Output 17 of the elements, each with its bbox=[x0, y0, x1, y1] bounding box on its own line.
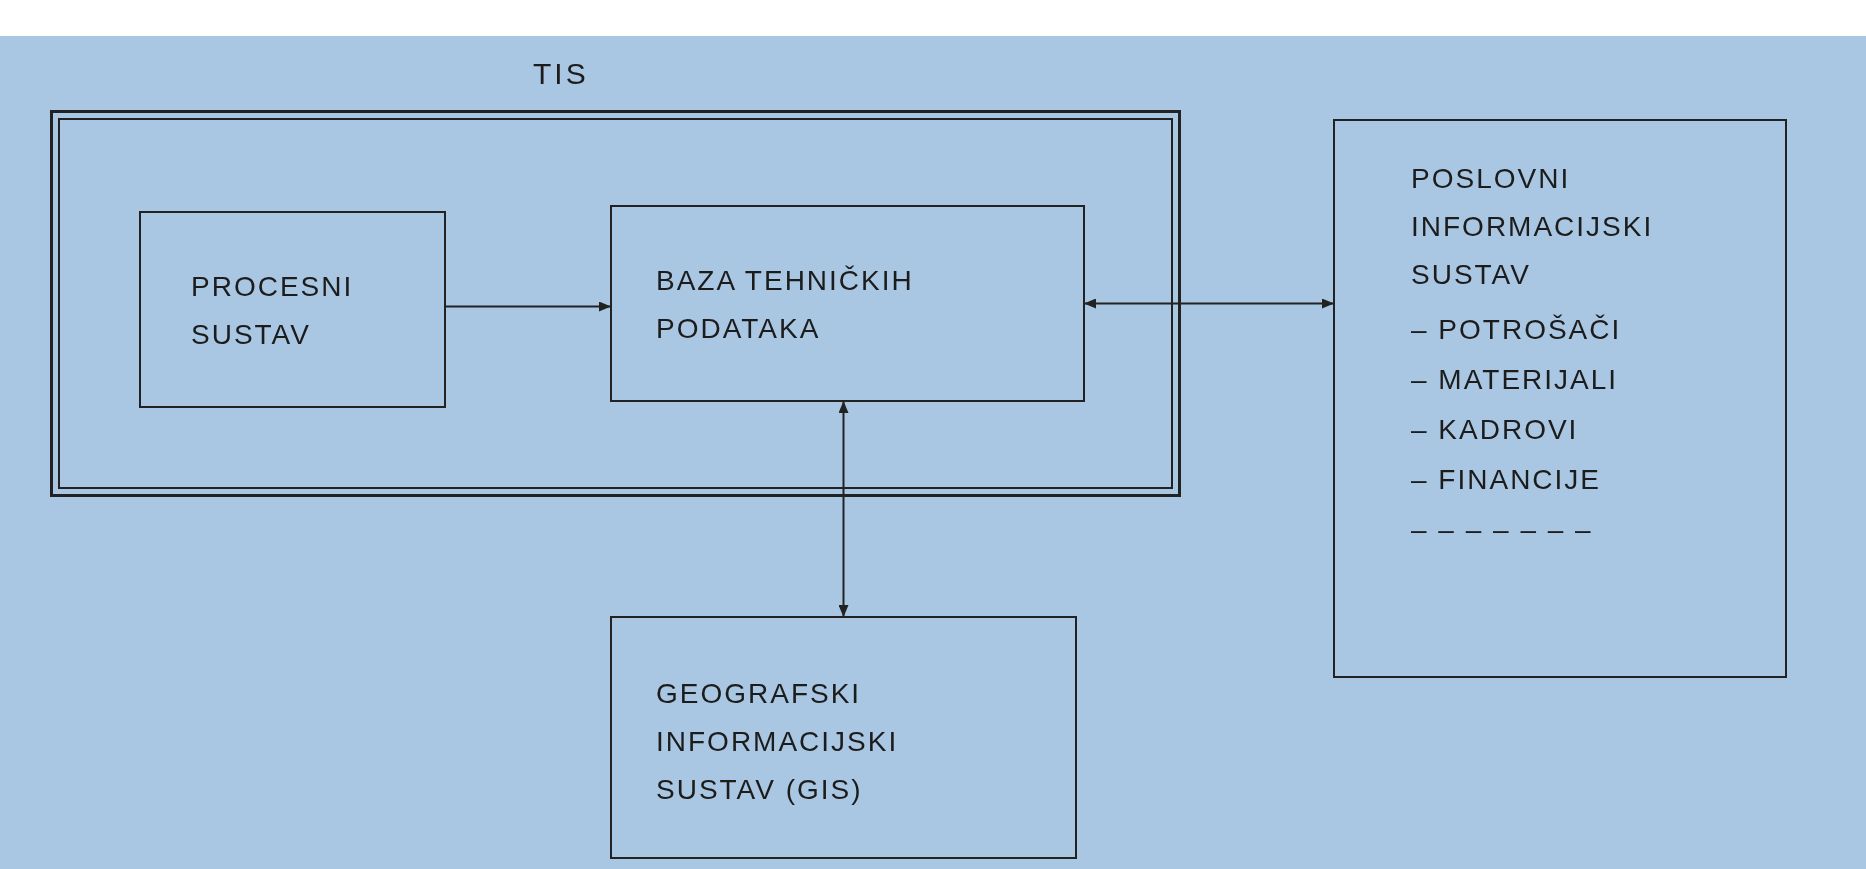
arrow bbox=[838, 401, 849, 617]
list-item: – MATERIJALI bbox=[1411, 363, 1620, 397]
system-box bbox=[610, 616, 1077, 859]
box-label: BAZA TEHNIČKIH PODATAKA bbox=[656, 264, 915, 346]
list-item: – POTROŠAČI bbox=[1411, 313, 1623, 347]
list-item: – – – – – – – bbox=[1411, 513, 1594, 547]
box-label: PROCESNI SUSTAV bbox=[191, 270, 355, 352]
group-title: TIS bbox=[533, 57, 589, 91]
list-item: – FINANCIJE bbox=[1411, 463, 1603, 497]
system-box bbox=[610, 205, 1085, 402]
system-box bbox=[139, 211, 446, 408]
box-heading: POSLOVNI INFORMACIJSKI SUSTAV bbox=[1411, 162, 1655, 292]
list-item: – KADROVI bbox=[1411, 413, 1580, 447]
system-box bbox=[1333, 119, 1787, 678]
arrow bbox=[1084, 298, 1334, 309]
arrow bbox=[445, 301, 611, 312]
box-label: GEOGRAFSKI INFORMACIJSKI SUSTAV (GIS) bbox=[656, 677, 900, 807]
